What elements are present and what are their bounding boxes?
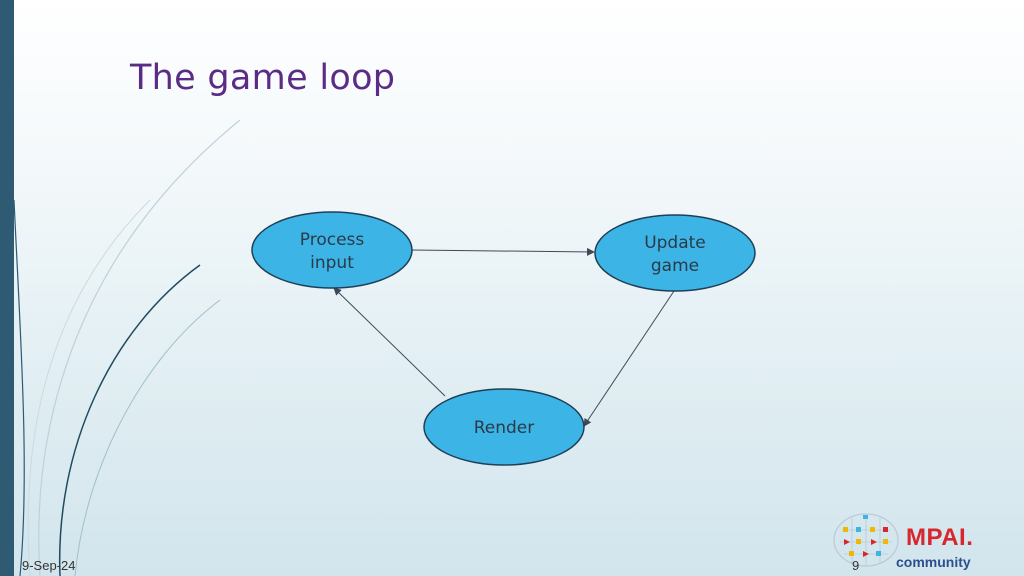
node-update-game: Update game [594,214,756,292]
node-render: Render [423,388,585,466]
node-label-game: game [651,256,699,276]
edge-update-to-render [583,290,675,427]
edge-render-to-process [333,287,446,397]
left-accent-bar [0,0,14,576]
mpai-logo-graphic [833,513,899,567]
page-number: 9 [852,558,860,573]
node-process-input: Process input [251,211,413,289]
logo-text-community: community [896,554,971,570]
decorative-swoosh-lines [13,119,241,576]
node-label-update: Update [644,233,706,253]
slide-title: The game loop [130,58,396,98]
edge-process-to-update [411,247,595,256]
logo-text-mpai: MPAI. [906,524,974,551]
node-label-input: input [310,253,354,273]
node-label-process: Process [300,230,365,250]
node-label-render: Render [474,418,535,438]
footer-date: 9-Sep-24 [22,558,76,573]
